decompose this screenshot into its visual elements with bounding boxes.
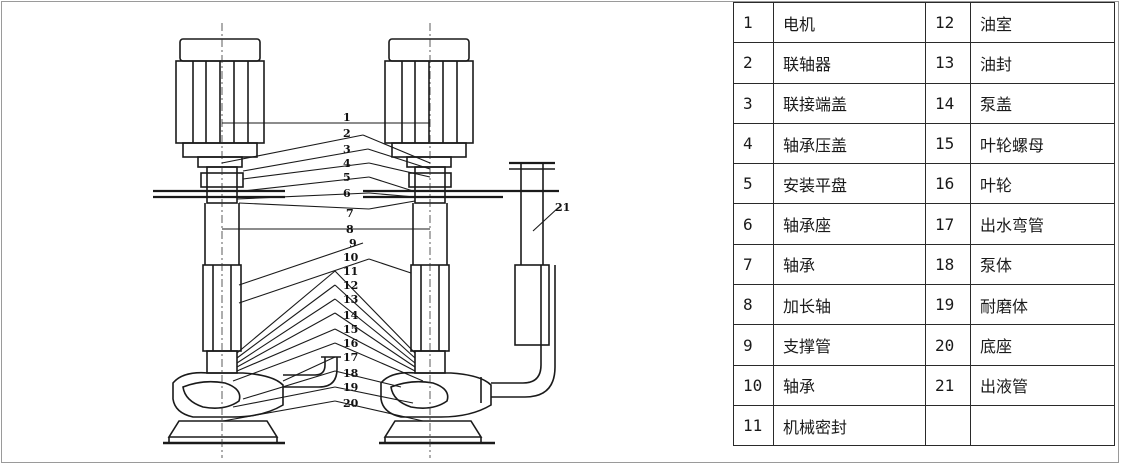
callout-11: 11 (343, 265, 358, 278)
callout-17: 17 (343, 351, 358, 364)
callout-19: 19 (343, 381, 358, 394)
callout-4: 4 (343, 157, 351, 170)
part-name: 出水弯管 (970, 203, 1115, 245)
part-name: 叶轮螺母 (970, 122, 1115, 165)
callout-21: 21 (555, 201, 570, 214)
part-number: 20 (925, 324, 971, 366)
part-name: 轴承座 (773, 203, 926, 245)
part-name: 出液管 (970, 364, 1115, 406)
part-number: 4 (733, 122, 774, 165)
part-name: 耐磨体 (970, 284, 1115, 326)
part-number: 15 (925, 122, 971, 165)
part-name: 联轴器 (773, 42, 926, 84)
part-number: 6 (733, 203, 774, 245)
part-number: 12 (925, 1, 971, 44)
callout-1: 1 (343, 111, 351, 124)
part-number: 2 (733, 42, 774, 84)
empty-cell (970, 404, 1115, 447)
callout-3: 3 (343, 143, 351, 156)
callout-20: 20 (343, 397, 359, 410)
right-pump (363, 38, 559, 445)
part-name: 叶轮 (970, 163, 1115, 205)
part-name: 安装平盘 (773, 163, 926, 205)
callout-5: 5 (343, 171, 351, 184)
callout-16: 16 (343, 337, 359, 350)
part-number: 21 (925, 364, 971, 406)
callout-18: 18 (343, 367, 359, 380)
part-number: 7 (733, 243, 774, 286)
part-number: 5 (733, 163, 774, 205)
callout-7: 7 (346, 207, 354, 220)
callout-8: 8 (346, 223, 354, 236)
part-number: 9 (733, 324, 774, 366)
part-number: 8 (733, 284, 774, 326)
callout-12: 12 (343, 279, 358, 292)
part-name: 加长轴 (773, 284, 926, 326)
left-pump (153, 38, 341, 445)
part-number: 16 (925, 163, 971, 205)
part-number: 17 (925, 203, 971, 245)
part-name: 轴承压盖 (773, 122, 926, 165)
pump-assembly-drawing: 1 2 3 4 5 6 7 8 9 10 11 12 13 14 15 16 1… (3, 3, 731, 461)
part-name: 油封 (970, 42, 1115, 84)
callout-2: 2 (343, 127, 351, 140)
part-number: 3 (733, 82, 774, 124)
part-number: 13 (925, 42, 971, 84)
part-name: 电机 (773, 1, 926, 44)
callout-9: 9 (349, 237, 357, 250)
part-name: 支撑管 (773, 324, 926, 366)
part-name: 底座 (970, 324, 1115, 366)
part-number: 1 (733, 1, 774, 44)
callout-6: 6 (343, 187, 351, 200)
part-name: 轴承 (773, 364, 926, 406)
part-number: 11 (733, 404, 774, 447)
callout-15: 15 (343, 323, 358, 336)
callout-10: 10 (343, 251, 359, 264)
part-name: 泵体 (970, 243, 1115, 286)
part-name: 油室 (970, 1, 1115, 44)
empty-cell (925, 404, 971, 447)
callout-14: 14 (343, 309, 359, 322)
callout-13: 13 (343, 293, 358, 306)
part-number: 10 (733, 364, 774, 406)
part-number: 14 (925, 82, 971, 124)
part-name: 联接端盖 (773, 82, 926, 124)
part-name: 轴承 (773, 243, 926, 286)
part-name: 机械密封 (773, 404, 926, 447)
part-number: 19 (925, 284, 971, 326)
part-number: 18 (925, 243, 971, 286)
part-name: 泵盖 (970, 82, 1115, 124)
